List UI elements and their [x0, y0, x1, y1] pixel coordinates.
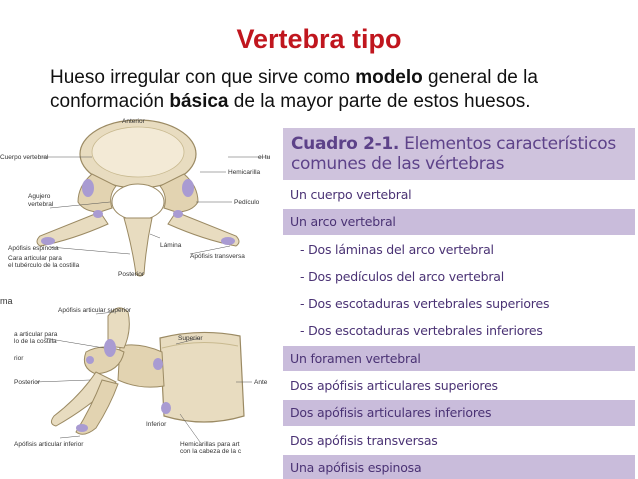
subtitle-bold-modelo: modelo [355, 67, 423, 88]
table-title-number: Cuadro 2-1. [291, 134, 400, 154]
row-separator [283, 234, 635, 237]
table-title-line2: comunes de las vértebras [291, 154, 505, 174]
label-apofisis-espinosa: Apófisis espinosa [8, 245, 59, 252]
row-separator [283, 425, 635, 428]
label-apofisis-transversa: Apófisis transversa [190, 253, 245, 260]
label-ante: Ante [254, 379, 268, 386]
table-row: - Dos pedículos del arco vertebral [283, 263, 635, 290]
row-separator [283, 289, 635, 292]
label-inferior: Inferior [146, 421, 167, 428]
label-rior: rior [14, 355, 24, 362]
slide-title: Vertebra tipo [236, 24, 402, 54]
row-separator [283, 207, 635, 210]
table-header: Cuadro 2-1. Elementos característicos co… [283, 128, 635, 180]
label-agujero: Agujero [28, 193, 51, 200]
row-separator [283, 371, 635, 374]
label-cuerpo-vertebral: Cuerpo vertebral [0, 154, 49, 161]
subtitle-text-2: general de la conformación [50, 67, 538, 112]
row-separator [283, 398, 635, 401]
label-hemicarillas-1: Hemicarillas para art [180, 441, 240, 448]
label-posterior-top: Posterior [118, 271, 145, 278]
table-title-rest: Elementos característicos [399, 134, 616, 154]
table-row: Dos apófisis articulares superiores [283, 373, 635, 399]
table-row: - Dos láminas del arco vertebral [283, 236, 635, 262]
label-apofisis-articular-superior: Apófisis articular superior [58, 307, 132, 314]
table-row: Un arco vertebral [283, 209, 635, 235]
subtitle-text-3: de la mayor parte de estos huesos. [228, 91, 531, 112]
label-tubercle: el tu [258, 154, 271, 161]
label-hemicarilla: Hemicarilla [228, 169, 261, 176]
table-row: - Dos escotaduras vertebrales inferiores [283, 318, 635, 344]
label-pediculo: Pedículo [234, 199, 260, 206]
vertebra-superior-view [36, 119, 240, 277]
label-cara-articular-1: Cara articular para [8, 255, 62, 262]
cuadro-table: Cuadro 2-1. Elementos característicos co… [283, 128, 635, 479]
subtitle-text-1: Hueso irregular con que sirve como [50, 67, 356, 88]
table-row: - Dos escotaduras vertebrales superiores [283, 291, 635, 317]
table-row: Un foramen vertebral [283, 345, 635, 372]
row-separator [283, 261, 635, 264]
label-lamina: Lámina [160, 242, 182, 249]
vertebra-lateral-view [50, 307, 245, 435]
vertebra-illustration: Anterior Cuerpo vertebral el tu Hemicari… [0, 116, 276, 479]
table-row: Una apófisis espinosa [283, 454, 635, 479]
label-cara-articular-2: el tubérculo de la costilla [8, 262, 80, 269]
label-posterior-lateral: Posterior [14, 379, 41, 386]
slide-subtitle: Hueso irregular con que sirve como model… [50, 66, 635, 114]
row-separator [283, 343, 635, 346]
table-row: Un cuerpo vertebral [283, 182, 635, 208]
label-de-costilla: lo de la costilla [14, 338, 57, 345]
subtitle-bold-basica: básica [169, 91, 229, 112]
table-row: Dos apófisis transversas [283, 427, 635, 453]
row-separator [283, 316, 635, 319]
label-ma: ma [0, 296, 13, 306]
label-anterior: Anterior [122, 118, 146, 125]
label-superior: Superior [178, 335, 203, 342]
vertebra-drawing: Anterior Cuerpo vertebral el tu Hemicari… [0, 118, 271, 455]
row-separator [283, 452, 635, 455]
table-row: Dos apófisis articulares inferiores [283, 400, 635, 426]
label-articular-para: a articular para [14, 331, 58, 338]
label-vertebral: vertebral [28, 201, 54, 208]
label-hemicarillas-2: con la cabeza de la c [180, 448, 242, 455]
table-title-line1: Cuadro 2-1. Elementos característicos [291, 134, 629, 154]
label-apofisis-articular-inferior: Apófisis articular inferior [14, 441, 84, 448]
